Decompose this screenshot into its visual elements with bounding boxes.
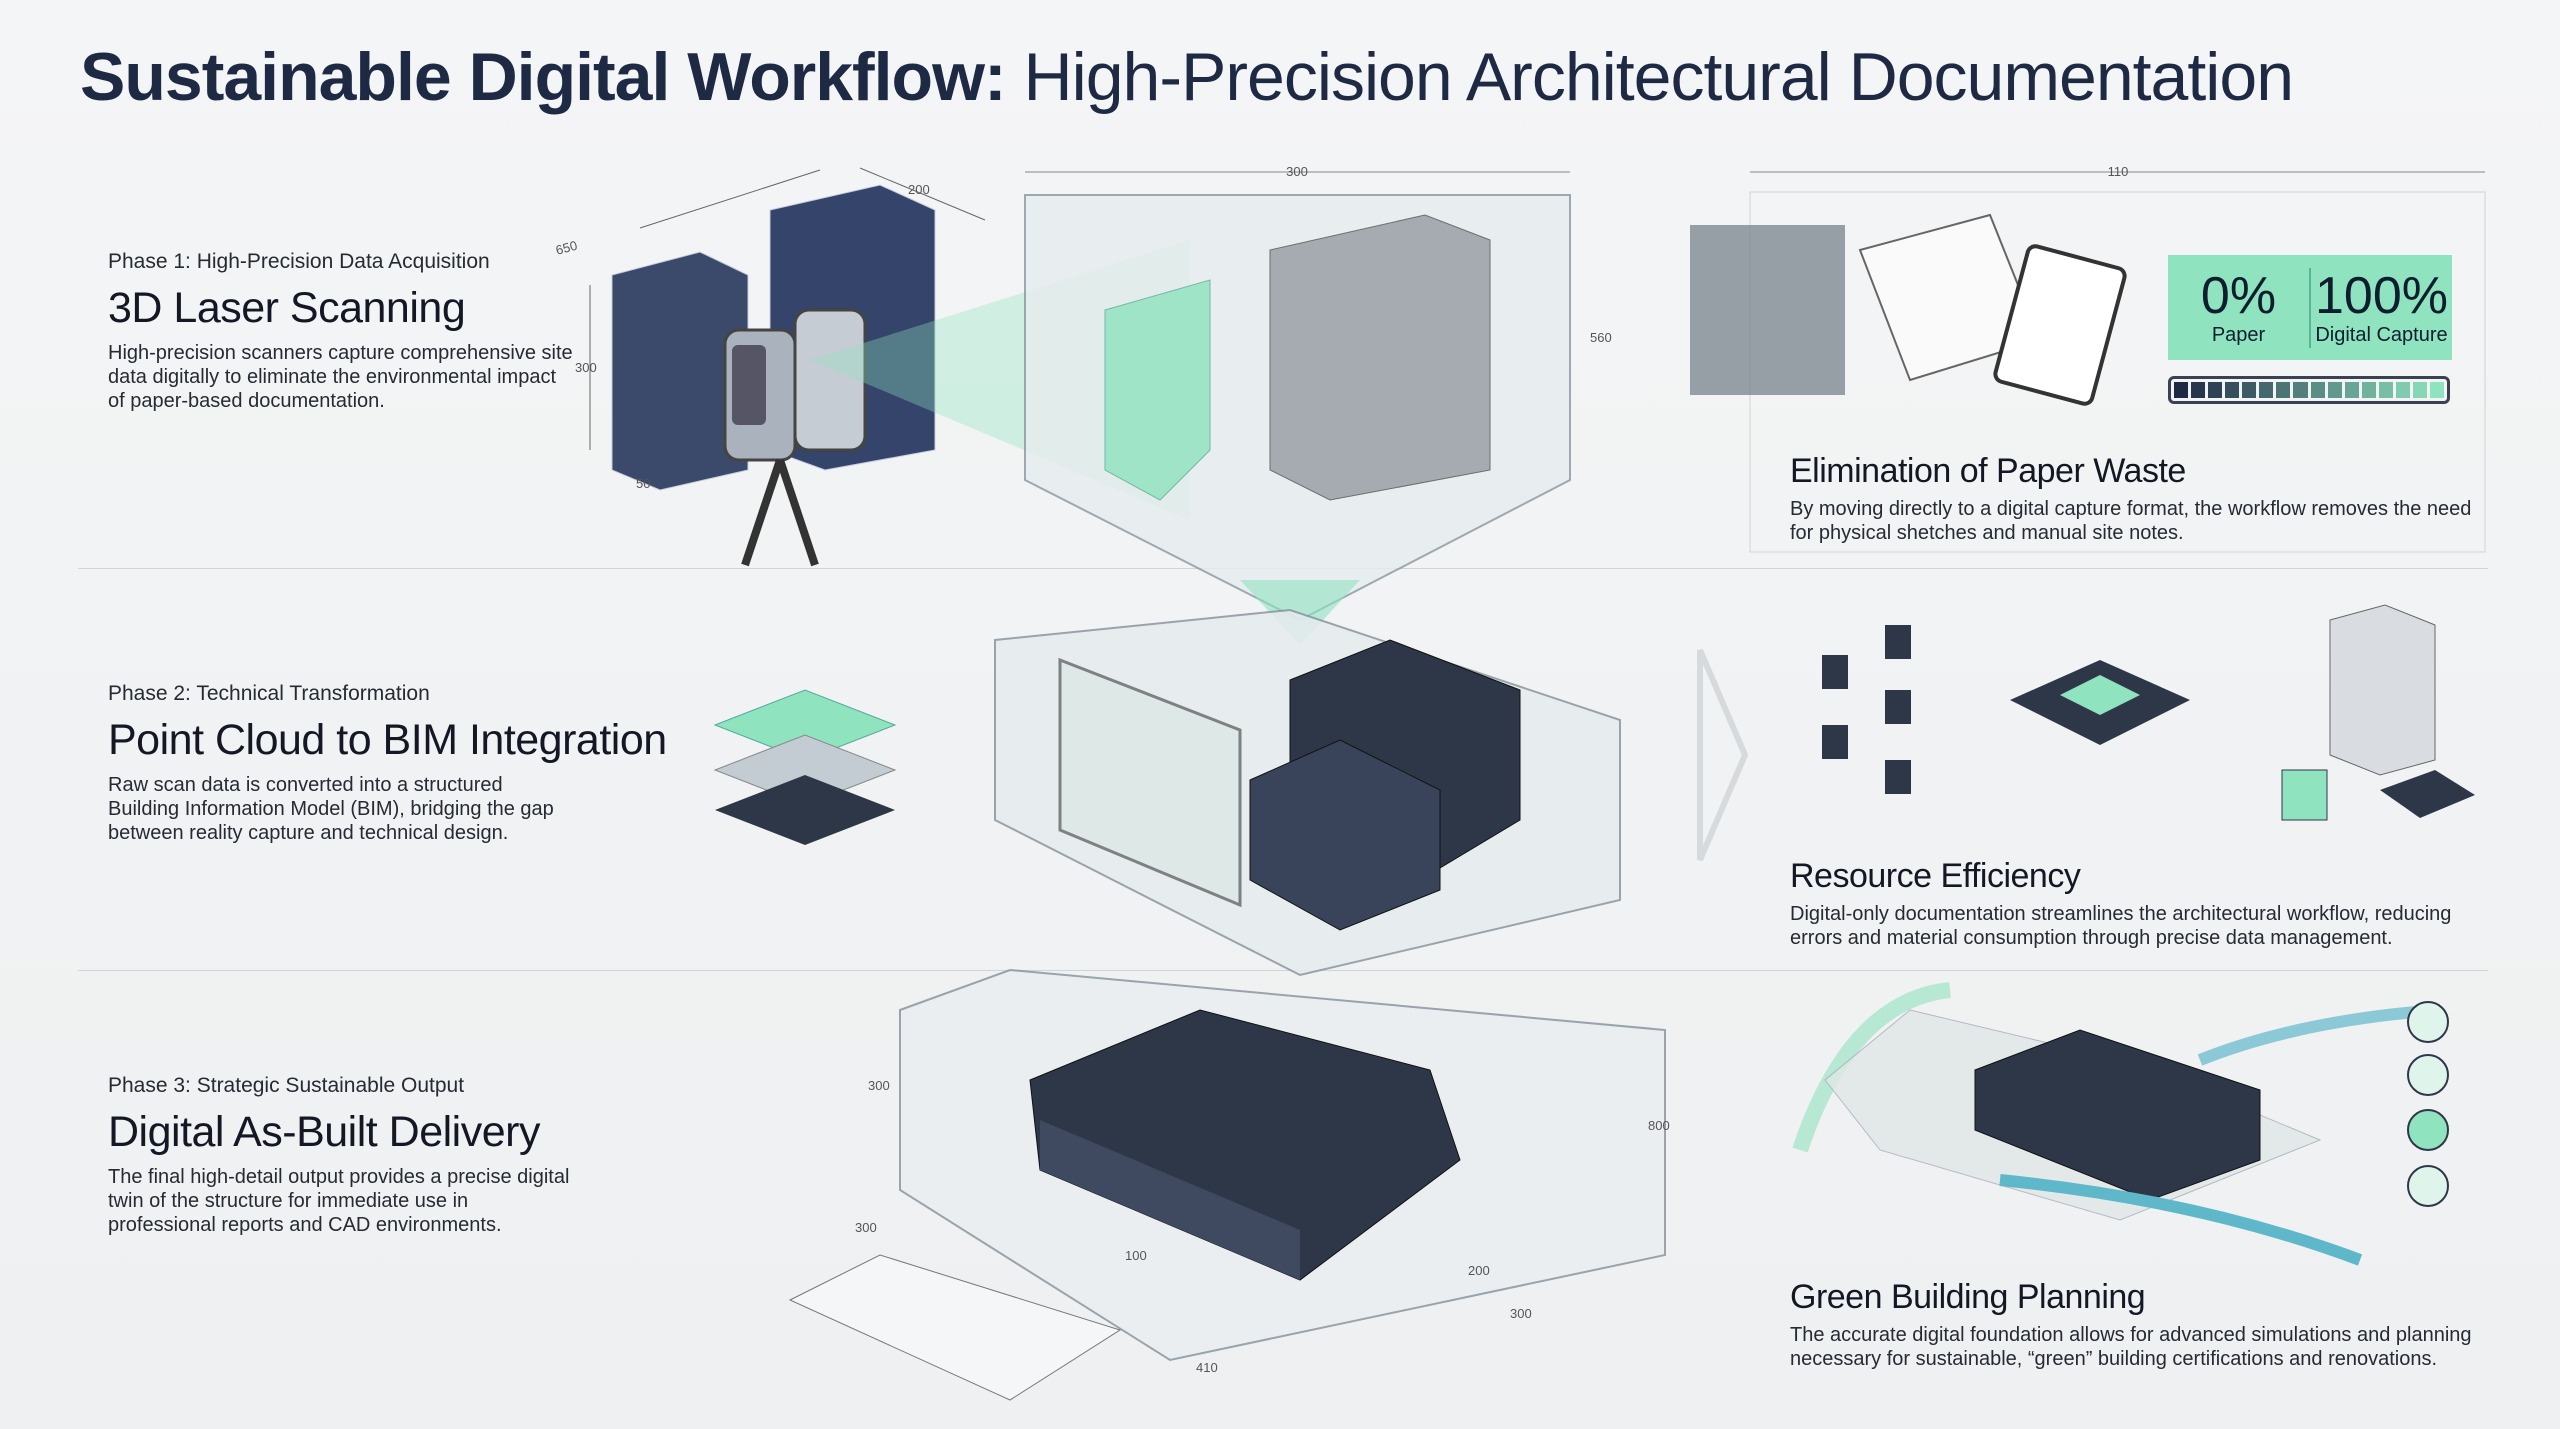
progress-segment [2191,382,2206,398]
phase-body: High-precision scanners capture comprehe… [108,342,573,412]
benefit-body: By moving directly to a digital capture … [1790,498,2472,544]
benefit-body: Digital-only documentation streamlines t… [1790,903,2452,949]
phase-body: The final high-detail output provides a … [108,1166,570,1236]
recycle-icon [2407,1109,2449,1151]
progress-segment [2395,382,2410,398]
benefit-resource-efficiency: Resource Efficiency Digital-only documen… [1790,857,2490,950]
progress-segment [2259,382,2274,398]
scan-volume: 300 560 650 200 300 50 [554,164,1612,622]
benefit-heading: Green Building Planning [1790,1278,2146,1316]
benefit-heading: Resource Efficiency [1790,857,2081,895]
stat-value: 0% [2200,267,2277,325]
paper-vs-digital-stat: 0%Paper 100%Digital Capture [2168,255,2452,360]
dimension-label: 200 [908,182,930,197]
phase-heading: Point Cloud to BIM Integration [108,716,667,764]
progress-segment [2276,382,2291,398]
benefit-paper-waste: Elimination of Paper Waste By moving dir… [1790,452,2490,545]
dimension-label: 300 [868,1078,890,1093]
phase-heading: Digital As-Built Delivery [108,1108,540,1156]
server-stack-icon [2281,604,2475,821]
stat-label: Digital Capture [2315,324,2448,346]
progress-segment [2310,382,2325,398]
dimension-label: 300 [1286,164,1308,179]
file-flow-icon [1822,625,1911,794]
progress-segment [2327,382,2342,398]
as-built-model: 300 800 300 100 200 300 410 [788,968,1670,1401]
row-divider [78,970,2488,971]
flow-chevron [1697,648,1749,862]
bim-model [994,608,1621,977]
scanner-icon [723,308,867,567]
building-icon [2407,1165,2449,1207]
progress-segment [2361,382,2376,398]
progress-segment [2242,382,2257,398]
solar-icon [2407,1054,2449,1096]
progress-segment [2174,382,2189,398]
page-title: Sustainable Digital Workflow: High-Preci… [80,39,2294,115]
layers-icon [713,689,897,845]
stat-label: Paper [2211,324,2266,346]
dimension-label: 650 [554,238,579,258]
progress-segment [2429,382,2444,398]
dimension-label: 300 [855,1220,877,1235]
green-building-illustration [1792,982,2449,1266]
phase-label: Phase 2: Technical Transformation [108,682,430,705]
dimension-label: 200 [1468,1263,1490,1278]
progress-segment [2378,382,2393,398]
benefit-body: The accurate digital foundation allows f… [1790,1324,2472,1370]
dimension-label: 300 [1510,1306,1532,1321]
dimension-label: 100 [1125,1248,1147,1263]
dimension-label: 110 [2108,164,2129,179]
stat-value: 100% [2315,267,2448,325]
paper-waste-illustration: 110 [1690,164,2486,553]
dimension-label: 800 [1648,1118,1670,1133]
dimension-label: 300 [575,360,597,375]
phase-label: Phase 1: High-Precision Data Acquisition [108,250,490,273]
water-drop-icon [2407,1001,2449,1043]
dimension-label: 50 [636,476,650,491]
dimension-label: 560 [1590,330,1612,345]
phase-2: Phase 2: Technical Transformation Point … [108,682,708,845]
chip-icon [2010,660,2190,745]
benefit-heading: Elimination of Paper Waste [1790,452,2186,490]
phase-body: Raw scan data is converted into a struct… [108,774,554,844]
phase-1: Phase 1: High-Precision Data Acquisition… [108,250,708,413]
phase-label: Phase 3: Strategic Sustainable Output [108,1074,465,1097]
progress-segment [2208,382,2223,398]
dimension-label: 410 [1196,1360,1218,1375]
benefit-green-building: Green Building Planning The accurate dig… [1790,1278,2490,1371]
digital-progress-bar [2168,376,2450,404]
progress-segment [2293,382,2308,398]
tablet-icon [1690,225,1845,395]
progress-segment [2412,382,2427,398]
phase-heading: 3D Laser Scanning [108,284,466,332]
progress-segment [2225,382,2240,398]
progress-segment [2344,382,2359,398]
phase-3: Phase 3: Strategic Sustainable Output Di… [108,1074,708,1237]
clipboard-icon [1993,244,2127,406]
